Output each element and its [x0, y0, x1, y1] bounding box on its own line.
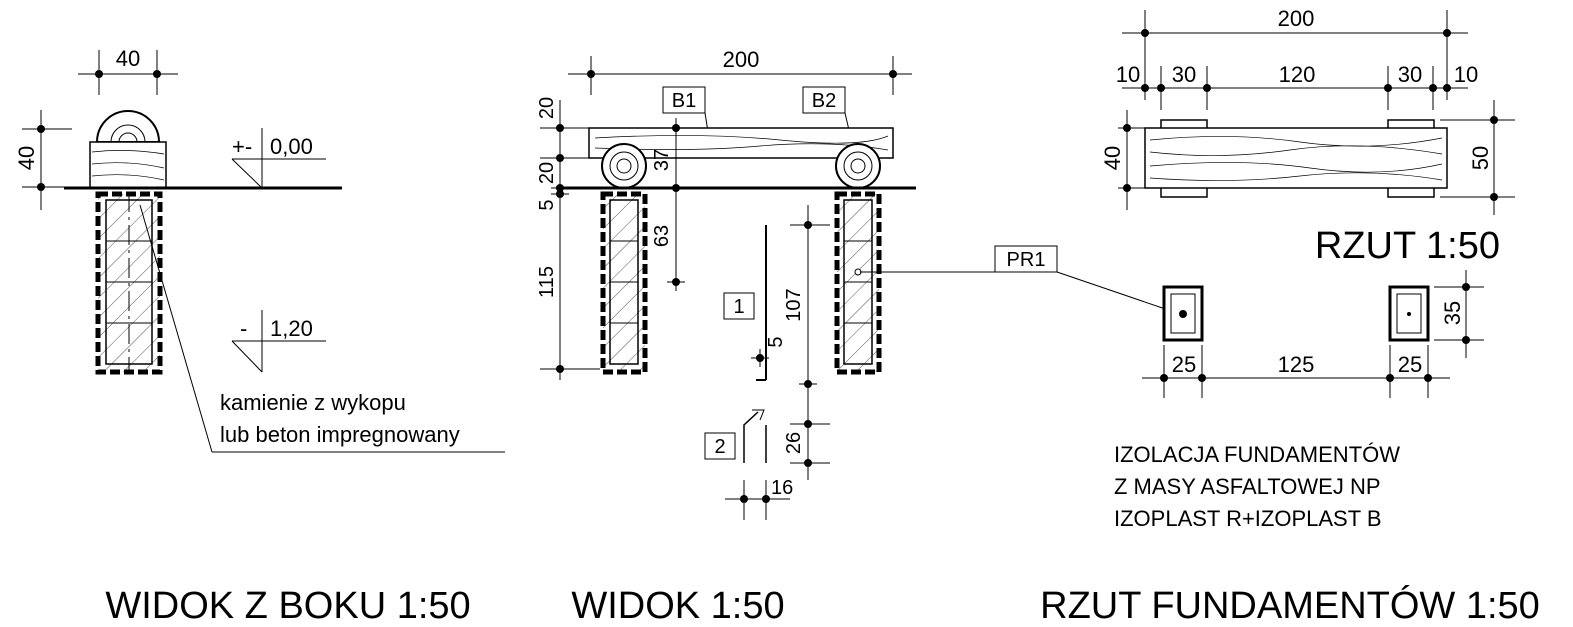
fnd-note-2: Z MASY ASFALTOWEJ NP	[1114, 474, 1381, 499]
fnd-dim-25-right: 25	[1398, 352, 1422, 377]
fnd-note-3: IZOPLAST R+IZOPLAST B	[1114, 506, 1382, 531]
tag-pr1: PR1	[1007, 249, 1046, 271]
front-view-title: WIDOK 1:50	[571, 585, 784, 627]
dim-115: 115	[536, 266, 558, 298]
level-top-sign: +-	[232, 134, 252, 159]
dim-total-label: 200	[723, 47, 760, 72]
dim-26: 26	[783, 432, 805, 454]
dim-20-top: 20	[536, 97, 558, 119]
fnd-dim-25-left: 25	[1172, 352, 1196, 377]
dim-height-label: 40	[14, 146, 39, 170]
plan-dim-50: 50	[1468, 146, 1493, 170]
tag-b2: B2	[812, 90, 836, 112]
plan-dim-10-right: 10	[1454, 62, 1478, 87]
fnd-dim-125: 125	[1278, 352, 1315, 377]
foundation-plan-title: RZUT FUNDAMENTÓW 1:50	[1040, 584, 1540, 627]
plan-dim-40: 40	[1100, 146, 1125, 170]
fnd-note-1: IZOLACJA FUNDAMENTÓW	[1114, 442, 1400, 467]
dim-37: 37	[651, 149, 673, 171]
fnd-dim-35: 35	[1440, 301, 1465, 325]
dim-5-small: 5	[765, 336, 787, 347]
plan-dim-30-right: 30	[1398, 62, 1422, 87]
dim-5: 5	[536, 199, 558, 210]
bench-block	[89, 141, 167, 189]
level-top-value: 0,00	[270, 134, 313, 159]
note-line-2: lub beton impregnowany	[220, 422, 460, 447]
plan-plank	[1144, 127, 1448, 189]
tag-1: 1	[733, 296, 744, 318]
side-view-title: WIDOK Z BOKU 1:50	[105, 585, 470, 627]
side-view: 40 40 +- 0,00 - 1,20	[14, 46, 505, 627]
foundation-plan: 25 125 25 35 IZOLACJA FUNDAMENTÓW Z MASY…	[1040, 270, 1540, 627]
dim-width-label: 40	[116, 46, 140, 71]
plan-view: 200 10 30 120 30 10 40 50 RZUT 1:	[1100, 6, 1515, 267]
front-view: 200 B1 B2	[536, 47, 1181, 627]
level-bottom-sign: -	[240, 316, 247, 341]
plan-dim-120: 120	[1279, 62, 1316, 87]
plan-dim-30-left: 30	[1172, 62, 1196, 87]
dim-63: 63	[651, 225, 673, 247]
log-end	[95, 110, 161, 143]
dim-16: 16	[771, 477, 793, 499]
dim-20-mid: 20	[536, 162, 558, 184]
plan-dim-total: 200	[1278, 6, 1315, 31]
plan-dim-10-left: 10	[1116, 62, 1140, 87]
log-right	[835, 143, 881, 189]
level-bottom-value: 1,20	[270, 316, 313, 341]
plan-view-title: RZUT 1:50	[1315, 225, 1500, 267]
note-line-1: kamienie z wykopu	[220, 390, 406, 415]
tag-b1: B1	[672, 90, 696, 112]
dim-107: 107	[783, 288, 805, 321]
log-left	[601, 143, 647, 189]
tag-2: 2	[714, 436, 725, 458]
